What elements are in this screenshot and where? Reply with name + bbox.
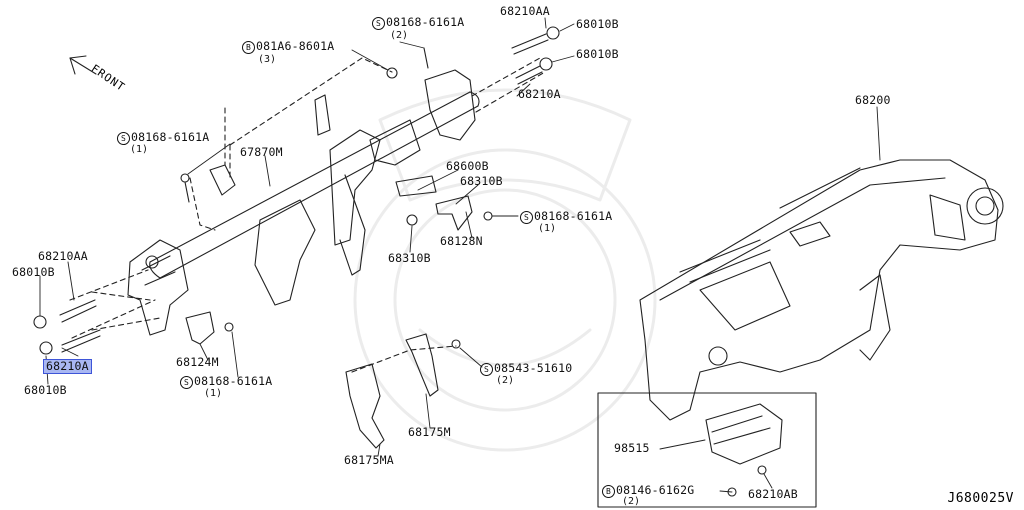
leader-lines	[39, 17, 881, 493]
part-label-68210AA[interactable]: 68210AA	[38, 249, 88, 263]
part-label-68175M[interactable]: 68175M	[408, 425, 451, 439]
part-qty: (2)	[496, 375, 515, 386]
bracket-icons	[185, 175, 473, 449]
part-label-68175MA[interactable]: 68175MA	[344, 453, 394, 467]
part-qty: (2)	[390, 30, 409, 41]
bolt-icons	[33, 26, 767, 497]
part-label-68010B[interactable]: 68010B	[24, 383, 67, 397]
part-label-68010B[interactable]: 68010B	[12, 265, 55, 279]
airbag-detail-box	[597, 392, 817, 508]
instrument-panel-icon	[639, 159, 1004, 421]
guide-lines	[69, 57, 546, 373]
part-qty: (3)	[258, 54, 277, 65]
part-label-98515[interactable]: 98515	[614, 441, 650, 455]
part-qty: (2)	[622, 496, 641, 507]
part-label-67870M[interactable]: 67870M	[240, 145, 283, 159]
part-label-68124M[interactable]: 68124M	[176, 355, 219, 369]
part-label-68010B[interactable]: 68010B	[576, 47, 619, 61]
part-label-68210A-highlighted[interactable]: 68210A	[43, 359, 92, 374]
watermark-emblem	[353, 88, 657, 452]
front-arrow-icon	[69, 55, 97, 75]
part-label-68600B[interactable]: 68600B	[446, 159, 489, 173]
part-label-68200[interactable]: 68200	[855, 93, 891, 107]
part-label-68310B[interactable]: 68310B	[460, 174, 503, 188]
part-qty: (1)	[130, 144, 149, 155]
part-label-68310B[interactable]: 68310B	[388, 251, 431, 265]
part-label-68210AA[interactable]: 68210AA	[500, 4, 550, 18]
part-label-68010B[interactable]: 68010B	[576, 17, 619, 31]
part-qty: (1)	[204, 388, 223, 399]
part-label-68128N[interactable]: 68128N	[440, 234, 483, 248]
part-label-68210A[interactable]: 68210A	[518, 87, 561, 101]
part-label-68210AB[interactable]: 68210AB	[748, 487, 798, 501]
part-qty: (1)	[538, 223, 557, 234]
airbag-module-icon	[705, 403, 783, 465]
drawing-code: J680025V	[947, 491, 1014, 506]
steering-member-icon	[127, 69, 480, 336]
